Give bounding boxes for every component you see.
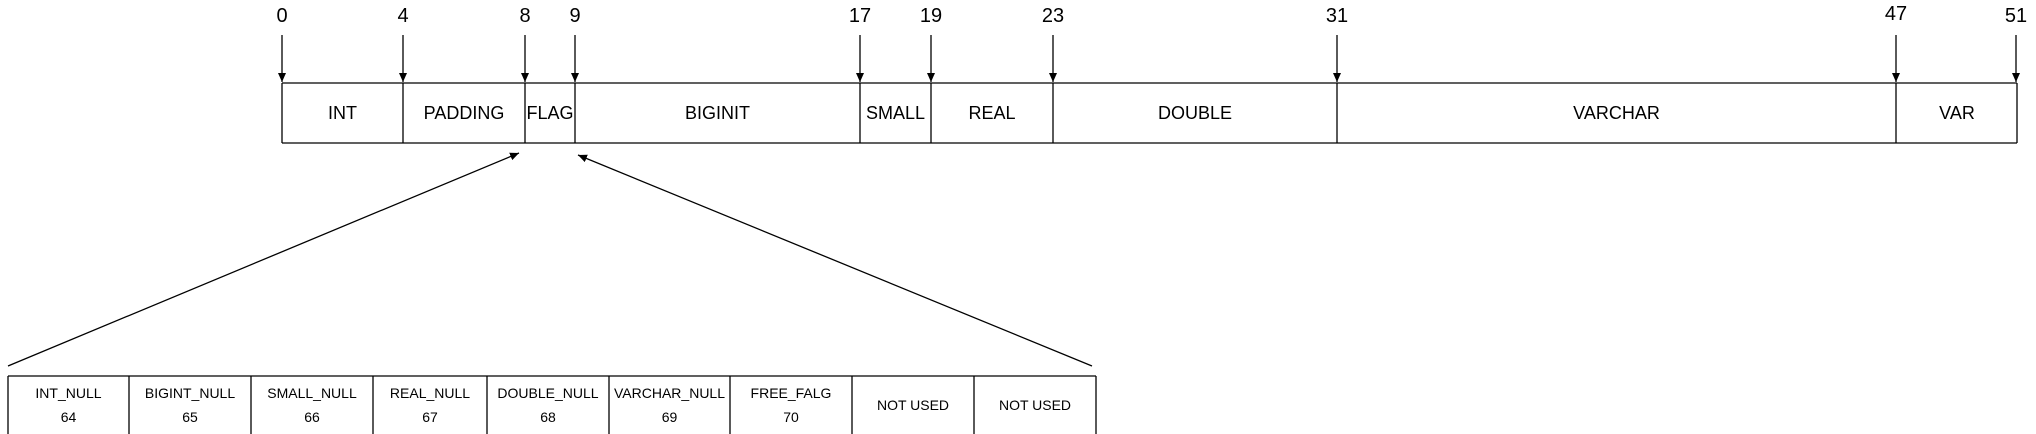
flag-bit-number: 68 — [540, 409, 556, 425]
offset-label: 23 — [1041, 4, 1065, 27]
field-flag: FLAG — [526, 102, 574, 123]
flag-bit-cell: BIGINT_NULL 65 — [129, 376, 251, 434]
flag-bit-cell: NOT USED — [974, 376, 1096, 434]
flag-bit-cell: SMALL_NULL 66 — [251, 376, 373, 434]
flag-bit-number: 66 — [304, 409, 320, 425]
flag-bit-name: NOT USED — [998, 397, 1072, 413]
offset-label: 17 — [848, 4, 872, 27]
flag-bit-name: DOUBLE_NULL — [497, 385, 599, 401]
offset-label: 31 — [1325, 4, 1349, 27]
zoom-line-right — [577, 154, 1093, 367]
flag-bit-name: NOT USED — [876, 397, 950, 413]
flag-bit-number: 70 — [783, 409, 799, 425]
field-var: VAR — [1939, 102, 1975, 123]
flag-bit-name: SMALL_NULL — [267, 385, 357, 401]
flag-bit-name: BIGINT_NULL — [144, 385, 236, 401]
offset-label: 8 — [519, 4, 531, 27]
offset-label: 4 — [397, 4, 409, 27]
flag-bit-cell: INT_NULL 64 — [8, 376, 129, 434]
field-varchar: VARCHAR — [1573, 102, 1660, 123]
flag-bit-cell: VARCHAR_NULL 69 — [609, 376, 730, 434]
field-int: INT — [328, 102, 357, 123]
field-small: SMALL — [865, 102, 926, 123]
zoom-line-left — [7, 152, 520, 367]
field-padding: PADDING — [423, 102, 505, 123]
offset-label: 19 — [919, 4, 943, 27]
flag-bit-cell: REAL_NULL 67 — [373, 376, 487, 434]
flag-bit-cell: NOT USED — [852, 376, 974, 434]
flag-bit-cell: FREE_FALG 70 — [730, 376, 852, 434]
offset-label: 0 — [276, 4, 288, 27]
offset-label: 47 — [1884, 2, 1908, 25]
flag-bit-name: INT_NULL — [35, 385, 102, 401]
flag-bit-name: REAL_NULL — [389, 385, 471, 401]
offset-label: 51 — [2004, 4, 2028, 27]
flag-bit-number: 67 — [422, 409, 438, 425]
offset-label: 9 — [569, 4, 581, 27]
field-biginit: BIGINIT — [684, 102, 750, 123]
flag-bit-name: FREE_FALG — [750, 385, 832, 401]
field-real: REAL — [968, 102, 1016, 123]
flag-bit-number: 64 — [60, 409, 77, 425]
flag-bit-name: VARCHAR_NULL — [614, 385, 725, 401]
flag-bit-cell: DOUBLE_NULL 68 — [487, 376, 609, 434]
flag-bit-number: 69 — [661, 409, 678, 425]
field-double: DOUBLE — [1157, 102, 1233, 123]
flag-bit-number: 65 — [182, 409, 198, 425]
